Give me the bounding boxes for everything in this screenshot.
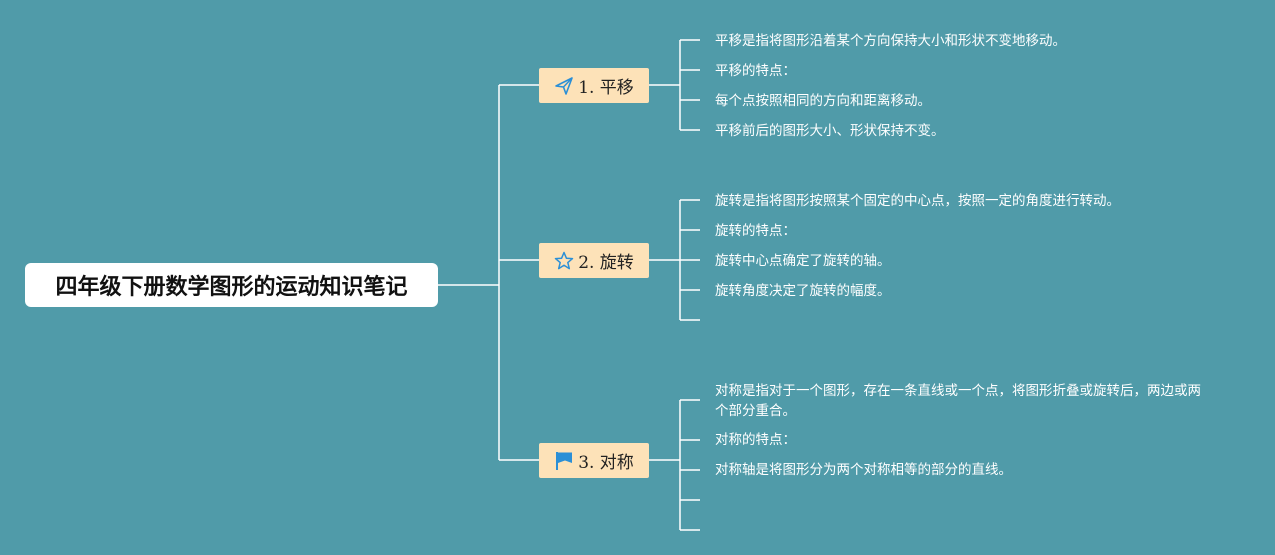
root-topic[interactable]: 四年级下册数学图形的运动知识笔记 [25,263,438,307]
leaf-item[interactable]: 旋转是指将图形按照某个固定的中心点，按照一定的角度进行转动。 [715,193,1120,209]
leaf-item[interactable]: 旋转角度决定了旋转的幅度。 [715,283,891,299]
leaf-item[interactable]: 平移是指将图形沿着某个方向保持大小和形状不变地移动。 [715,33,1066,49]
branch-rotation[interactable]: 2. 旋转 [539,243,649,278]
leaf-item[interactable]: 每个点按照相同的方向和距离移动。 [715,93,931,109]
root-topic-label: 四年级下册数学图形的运动知识笔记 [55,275,408,300]
branch-label: 3. 对称 [578,453,634,473]
leaf-item[interactable]: 对称的特点： [715,432,796,448]
leaf-item[interactable]: 对称是指对于一个图形，存在一条直线或一个点，将图形折叠或旋转后，两边或两个部分重… [715,383,1201,419]
leaf-item[interactable]: 平移的特点： [715,63,796,79]
paper-plane-icon [554,76,574,96]
leaf-item[interactable]: 对称轴是将图形分为两个对称相等的部分的直线。 [715,462,1012,478]
branch-translation[interactable]: 1. 平移 [539,68,649,103]
star-icon [554,251,574,271]
branch-label: 2. 旋转 [578,253,634,273]
branch-label: 1. 平移 [578,78,634,98]
leaf-item[interactable]: 旋转中心点确定了旋转的轴。 [715,253,891,269]
leaf-item[interactable]: 平移前后的图形大小、形状保持不变。 [715,123,945,139]
branch-symmetry[interactable]: 3. 对称 [539,443,649,478]
flag-icon [554,451,574,471]
leaf-item[interactable]: 旋转的特点： [715,223,796,239]
